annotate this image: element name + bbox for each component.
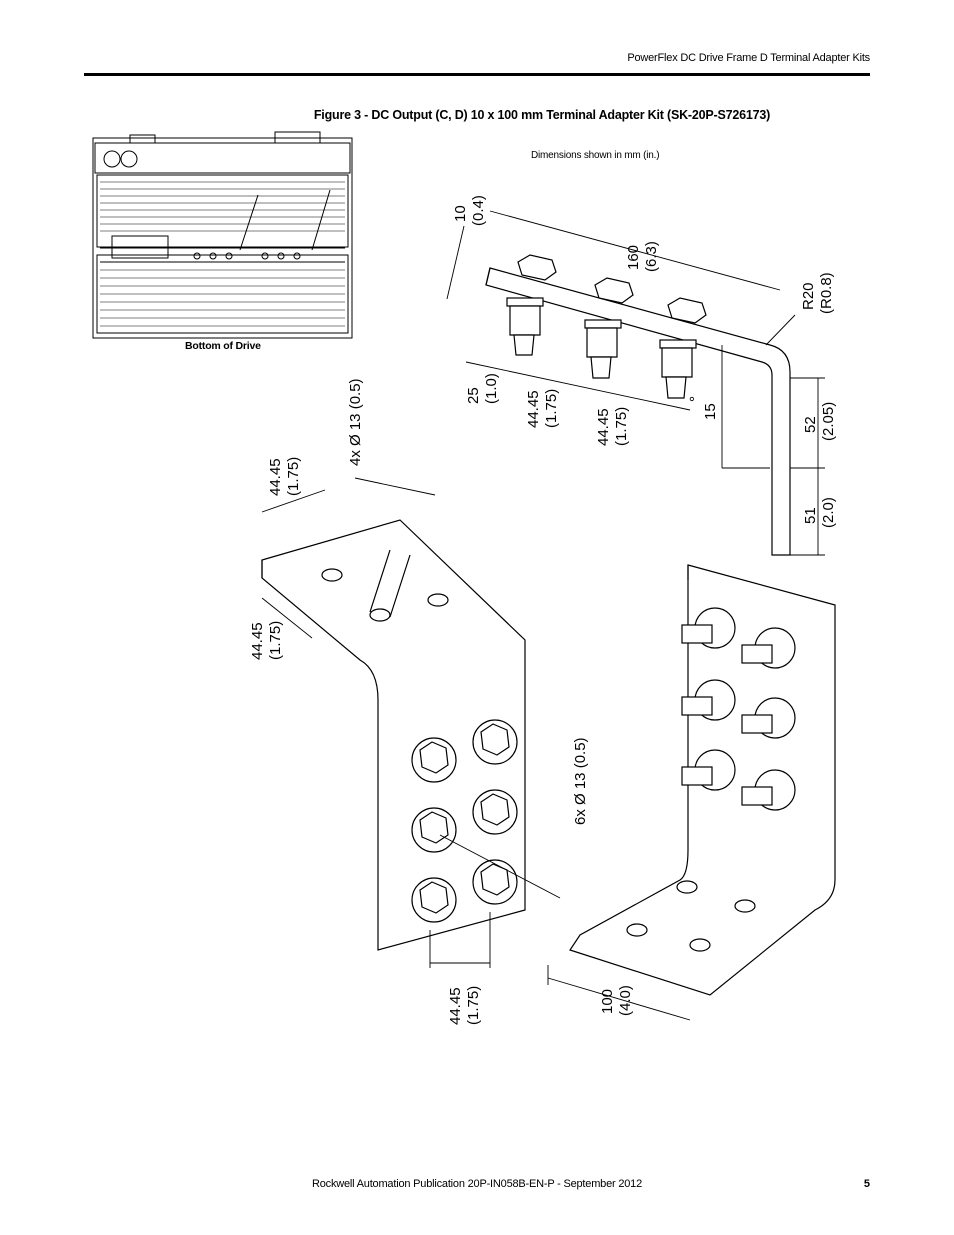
dim-4445e-in: (1.75) (465, 986, 482, 1025)
dim-25-in: (1.0) (483, 373, 500, 404)
dim-4445c-in: (1.75) (285, 457, 302, 496)
dimension-labels: 10 (0.4) 160 (6.3) R20 (R0.8) 25 (1.0) 4… (249, 195, 837, 1025)
dim-51-mm: 51 (802, 507, 819, 524)
dim-4445a-in: (1.75) (543, 389, 560, 428)
dim-51-in: (2.0) (820, 497, 837, 528)
dim-10-mm: 10 (452, 205, 469, 222)
dim-52-mm: 52 (802, 416, 819, 433)
dim-160-in: (6.3) (643, 241, 660, 272)
dim-4445d-in: (1.75) (267, 621, 284, 660)
dim-4445a-mm: 44.45 (525, 390, 542, 428)
terminal-adapter-bent-bar (446, 210, 825, 556)
dim-52-in: (2.05) (820, 402, 837, 441)
figure-title: Figure 3 - DC Output (C, D) 10 x 100 mm … (313, 108, 771, 122)
dim-r20-mm: R20 (800, 282, 817, 310)
dim-angle-degree: ° (687, 396, 704, 402)
dim-6x-holes: 6x Ø 13 (0.5) (572, 737, 589, 825)
drive-bottom-illustration (92, 131, 353, 339)
terminal-adapter-left-bracket (261, 477, 561, 968)
dim-100-in: (4.0) (617, 985, 634, 1016)
dim-160-mm: 160 (625, 245, 642, 270)
dim-4445b-mm: 44.45 (595, 408, 612, 446)
terminal-adapter-right-bracket (547, 564, 836, 1021)
dim-4x-holes: 4x Ø 13 (0.5) (347, 378, 364, 466)
header-rule (84, 73, 870, 76)
drive-caption: Bottom of Drive (185, 340, 261, 352)
dim-25-mm: 25 (465, 387, 482, 404)
dim-angle: 15 (702, 403, 719, 420)
page-number: 5 (863, 1178, 870, 1190)
dimensions-note: Dimensions shown in mm (in.) (531, 150, 660, 161)
footer-publication: Rockwell Automation Publication 20P-IN05… (311, 1178, 642, 1190)
running-header: PowerFlex DC Drive Frame D Terminal Adap… (627, 52, 870, 64)
dim-r20-in: (R0.8) (818, 272, 835, 314)
dim-4445e-mm: 44.45 (447, 987, 464, 1025)
dim-4445d-mm: 44.45 (249, 622, 266, 660)
dim-4445c-mm: 44.45 (267, 458, 284, 496)
dim-10-in: (0.4) (470, 195, 487, 226)
dim-4445b-in: (1.75) (613, 407, 630, 446)
dim-100-mm: 100 (599, 989, 616, 1014)
